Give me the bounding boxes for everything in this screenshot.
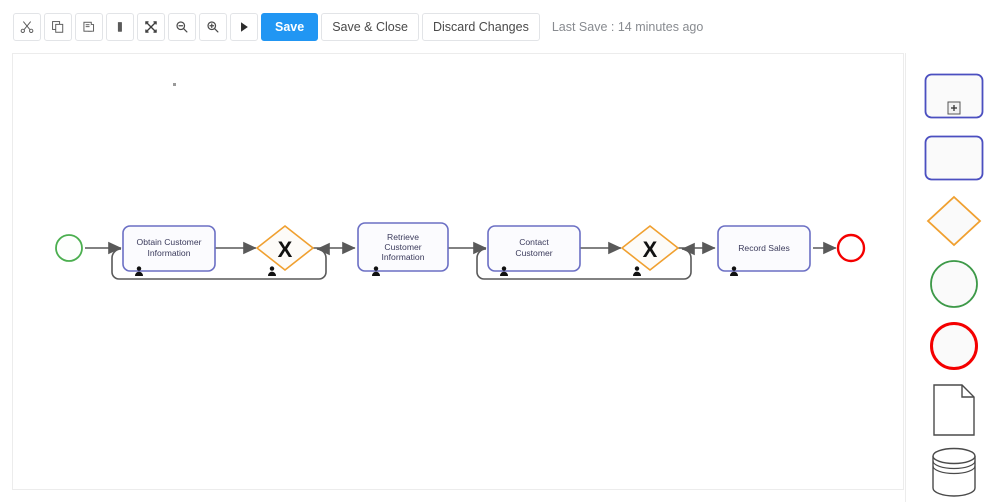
save-and-close-button[interactable]: Save & Close (321, 12, 419, 41)
discard-changes-label: Discard Changes (432, 19, 529, 34)
user-icon (633, 266, 641, 276)
save-and-close-label: Save & Close (332, 19, 408, 34)
fullscreen-icon (144, 20, 158, 34)
zoom-out-button[interactable] (168, 12, 196, 41)
user-task-markers (135, 266, 738, 276)
user-icon (135, 266, 143, 276)
diagram-canvas[interactable]: Obtain Customer Information X Retrieve C… (12, 53, 904, 490)
end-event[interactable] (836, 233, 866, 263)
shape-palette (905, 53, 1000, 502)
copy-icon (51, 20, 65, 34)
copy-button[interactable] (44, 12, 72, 41)
toolbar: Save Save & Close Discard Changes Last S… (0, 0, 1000, 53)
palette-data-object-shape[interactable] (906, 382, 1000, 438)
loop-back-flows (111, 242, 695, 280)
data-store-icon (931, 447, 976, 497)
bpmn-diagram: Obtain Customer Information X Retrieve C… (55, 222, 866, 280)
gateway-symbol: X (643, 237, 658, 262)
task-contact-customer[interactable]: Contact Customer (487, 225, 581, 272)
task-icon (924, 135, 983, 181)
task-label-line3: Information (382, 252, 425, 262)
paste-button[interactable] (75, 12, 103, 41)
save-button[interactable]: Save (261, 12, 319, 41)
play-icon (237, 20, 251, 34)
save-button-label: Save (275, 19, 305, 34)
gateway-symbol: X (278, 237, 293, 262)
palette-task-shape[interactable] (906, 133, 1000, 183)
zoom-out-icon (175, 20, 189, 34)
task-record-sales[interactable]: Record Sales (717, 225, 811, 272)
data-object-icon (932, 384, 975, 436)
task-retrieve-customer-information[interactable]: Retrieve Customer Information (357, 222, 449, 272)
run-button[interactable] (230, 12, 258, 41)
paste-icon (82, 20, 96, 34)
end-event-icon (929, 322, 978, 370)
task-obtain-customer-information[interactable]: Obtain Customer Information (122, 225, 216, 272)
user-icon (730, 266, 738, 276)
task-label-line2: Information (148, 248, 191, 258)
discard-changes-button[interactable]: Discard Changes (421, 12, 540, 41)
palette-gateway-shape[interactable] (906, 195, 1000, 247)
palette-start-event-shape[interactable] (906, 258, 1000, 310)
palette-data-store-shape[interactable] (906, 444, 1000, 500)
palette-end-event-shape[interactable] (906, 320, 1000, 372)
subprocess-icon (924, 73, 983, 119)
start-event[interactable] (55, 234, 83, 262)
task-label-line2: Customer (515, 248, 552, 258)
cut-icon (20, 20, 34, 34)
last-save-status: Last Save : 14 minutes ago (551, 19, 704, 34)
user-icon (500, 266, 508, 276)
fullscreen-button[interactable] (137, 12, 165, 41)
user-icon (268, 266, 276, 276)
task-label-line1: Retrieve (387, 232, 419, 242)
canvas-marker-dot (173, 83, 176, 86)
exclusive-gateway-2[interactable]: X (620, 224, 680, 272)
user-icon (372, 266, 380, 276)
zoom-in-button[interactable] (199, 12, 227, 41)
cut-button[interactable] (13, 12, 41, 41)
delete-button[interactable] (106, 12, 134, 41)
exclusive-gateway-1[interactable]: X (255, 224, 315, 272)
zoom-in-icon (206, 20, 220, 34)
gateway-icon (926, 195, 981, 247)
palette-subprocess-shape[interactable] (906, 71, 1000, 121)
delete-icon (113, 20, 127, 34)
start-event-icon (929, 260, 978, 308)
task-label-line1: Contact (519, 237, 549, 247)
task-label-line2: Customer (384, 242, 421, 252)
task-label-line1: Record Sales (738, 243, 790, 253)
task-label-line1: Obtain Customer (137, 237, 202, 247)
